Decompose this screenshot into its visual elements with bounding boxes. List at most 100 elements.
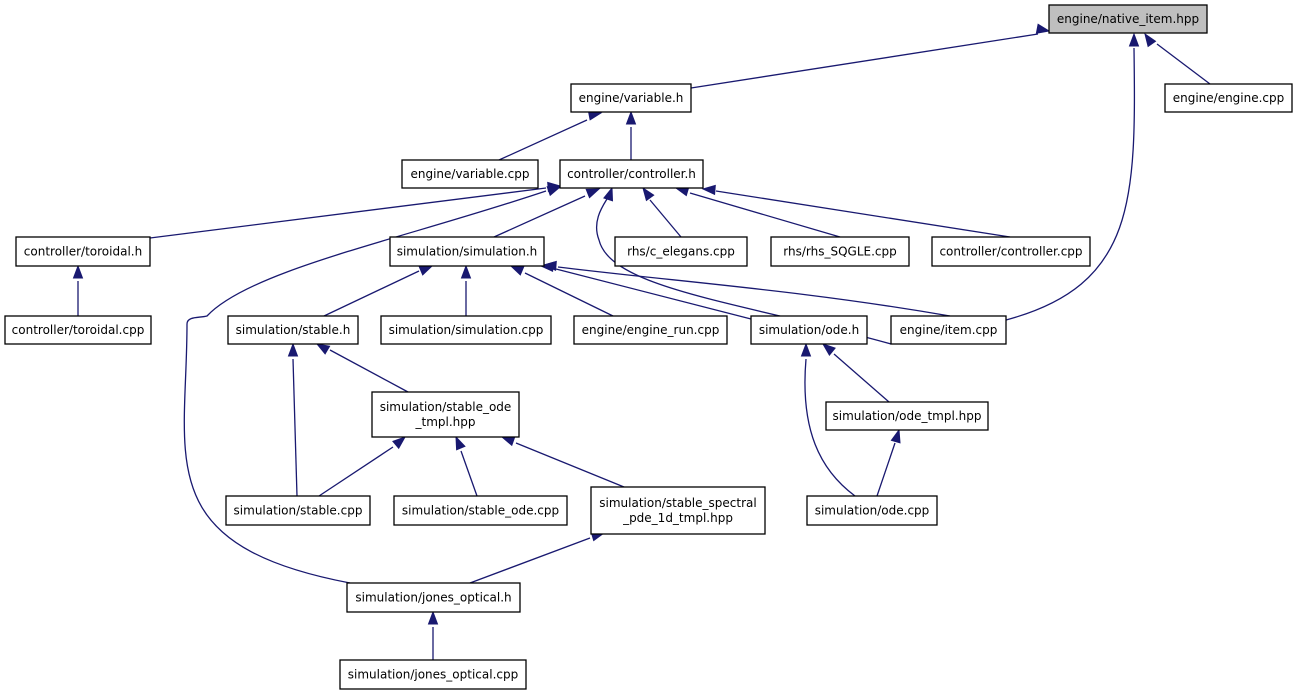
node-box (590, 486, 766, 535)
node-label: controller/toroidal.cpp (12, 323, 145, 337)
edge-line (493, 195, 586, 238)
arrowhead (1144, 32, 1157, 48)
edge-controller_h-to-variable_h (625, 110, 637, 160)
node-label: simulation/simulation.h (397, 245, 538, 259)
node-controller-h[interactable]: controller/controller.h (559, 159, 704, 189)
node-engine-cpp[interactable]: engine/engine.cpp (1164, 83, 1293, 113)
node-stable-spectral[interactable]: simulation/stable_spectral_pde_1d_tmpl.h… (590, 486, 766, 535)
arrowhead (500, 436, 516, 447)
edge-line (1005, 47, 1136, 321)
edge-line (833, 353, 890, 403)
node-ode-cpp[interactable]: simulation/ode.cpp (806, 495, 938, 526)
edge-jones_h-to-controller_h (183, 186, 562, 584)
edge-line (318, 446, 394, 497)
arrowhead (287, 342, 299, 357)
node-label: controller/toroidal.h (24, 245, 142, 259)
edge-toroidal_cpp-to-toroidal_h (72, 264, 84, 316)
edge-jones_cpp-to-jones_h (427, 610, 439, 660)
node-label: controller/controller.cpp (939, 245, 1082, 259)
node-box (4, 315, 152, 345)
edge-line (469, 537, 591, 584)
node-box (890, 315, 1007, 345)
edge-stable_spectral-to-stable_ode_tmpl (500, 436, 625, 488)
edge-line (715, 190, 1011, 238)
node-box (559, 159, 704, 189)
node-box (573, 315, 728, 345)
arrowhead (542, 260, 557, 272)
node-box (931, 236, 1091, 267)
node-stable-h[interactable]: simulation/stable.h (227, 315, 359, 345)
node-label: simulation/ode.cpp (815, 504, 930, 518)
node-label: simulation/stable_ode (380, 400, 512, 414)
edge-line (876, 442, 896, 497)
edge-line (557, 266, 951, 317)
node-box (1164, 83, 1293, 113)
node-label: rhs/rhs_SQGLE.cpp (783, 245, 896, 259)
node-box (227, 315, 359, 345)
arrowhead (392, 436, 407, 450)
node-label: simulation/stable_spectral (599, 496, 756, 510)
nodes-layer: engine/native_item.hpp engine/variable.h e… (4, 4, 1293, 690)
edge-variable_cpp-to-variable_h (498, 110, 603, 161)
node-label: engine/native_item.hpp (1057, 12, 1199, 26)
arrowhead (800, 342, 812, 357)
node-jones-h[interactable]: simulation/jones_optical.h (346, 582, 521, 613)
edge-rhs_sqgle-to-controller_h (674, 186, 841, 238)
node-label: simulation/stable.cpp (234, 504, 363, 518)
node-simulation-cpp[interactable]: simulation/simulation.cpp (380, 315, 552, 345)
node-label: engine/engine.cpp (1173, 91, 1285, 105)
node-box (339, 659, 527, 690)
edge-c_elegans-to-controller_h (642, 186, 682, 238)
edge-line (292, 358, 298, 497)
node-engine-run[interactable]: engine/engine_run.cpp (573, 315, 728, 345)
node-rhs-sqgle[interactable]: rhs/rhs_SQGLE.cpp (770, 236, 910, 267)
node-box (570, 83, 692, 113)
node-label: simulation/simulation.cpp (389, 323, 544, 337)
node-ode-h[interactable]: simulation/ode.h (750, 315, 868, 345)
arrowhead (1035, 23, 1051, 34)
arrowhead (821, 343, 836, 356)
edge-toroidal_h-to-controller_h (149, 181, 562, 239)
node-variable-h[interactable]: engine/variable.h (570, 83, 692, 113)
edge-line (690, 33, 1039, 89)
node-box (380, 315, 552, 345)
node-box (15, 236, 151, 267)
edge-line (498, 119, 588, 161)
node-box (750, 315, 868, 345)
node-stable-ode-cpp[interactable]: simulation/stable_ode.cpp (393, 495, 568, 526)
arrowhead (455, 435, 466, 451)
arrowhead (625, 110, 637, 125)
node-label: engine/variable.cpp (410, 167, 529, 181)
edge-item_cpp-to-simulation_h (542, 260, 951, 317)
node-stable-ode-tmpl[interactable]: simulation/stable_ode_tmpl.hpp (371, 391, 520, 438)
node-toroidal-h[interactable]: controller/toroidal.h (15, 236, 151, 267)
arrowhead (460, 264, 472, 279)
edge-line (515, 442, 625, 488)
node-item-cpp[interactable]: engine/item.cpp (890, 315, 1007, 345)
node-c-elegans[interactable]: rhs/c_elegans.cpp (614, 236, 748, 267)
node-simulation-h[interactable]: simulation/simulation.h (389, 236, 545, 267)
node-stable-cpp[interactable]: simulation/stable.cpp (225, 495, 371, 526)
arrowhead (418, 265, 434, 276)
edge-jones_h-to-stable_spectral (469, 531, 606, 584)
node-jones-cpp[interactable]: simulation/jones_optical.cpp (339, 659, 527, 690)
arrowhead (701, 184, 716, 196)
edge-variable_h-to-native_item (690, 23, 1051, 89)
node-ode-tmpl[interactable]: simulation/ode_tmpl.hpp (825, 401, 989, 431)
arrowhead (546, 186, 562, 197)
node-native-item[interactable]: engine/native_item.hpp (1048, 4, 1208, 34)
arrowhead (315, 343, 331, 355)
arrowhead (1128, 32, 1140, 47)
arrowhead (509, 265, 525, 276)
edge-ode_cpp-to-ode_h (800, 342, 856, 497)
node-toroidal-cpp[interactable]: controller/toroidal.cpp (4, 315, 152, 345)
node-box (371, 391, 520, 438)
node-variable-cpp[interactable]: engine/variable.cpp (401, 159, 539, 189)
node-box (393, 495, 568, 526)
edge-ode_cpp-to-ode_tmpl (876, 428, 901, 497)
edge-line (460, 450, 478, 497)
edge-line (555, 268, 752, 320)
node-controller-cpp[interactable]: controller/controller.cpp (931, 236, 1091, 267)
edge-line (329, 349, 409, 393)
